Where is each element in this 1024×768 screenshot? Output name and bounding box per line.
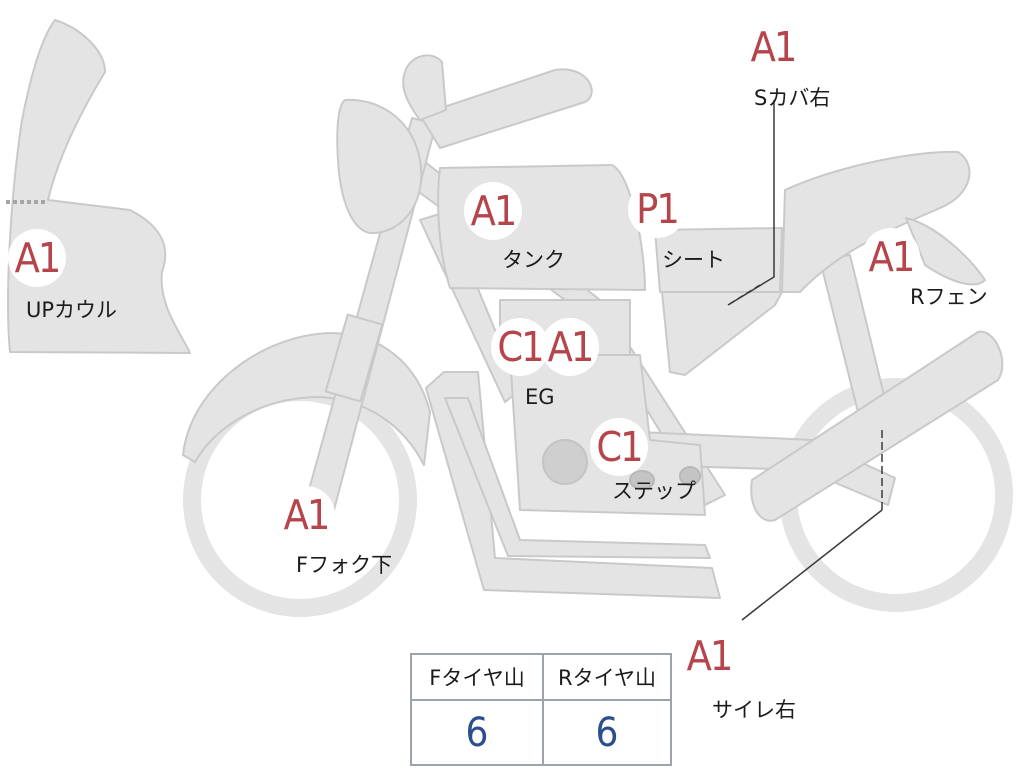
- muffler-label: サイレ右: [712, 698, 796, 722]
- side-cover-leader: [727, 100, 775, 306]
- rear-fender-code-marker: A1: [862, 228, 920, 286]
- seat-cushion: [781, 150, 971, 293]
- engine-cover: [542, 439, 588, 485]
- up-cowl-code-marker: A1: [8, 229, 66, 287]
- tank-label: タンク: [502, 248, 565, 272]
- muffler: [750, 330, 1004, 522]
- side-cover-code-marker: A1: [744, 18, 802, 76]
- front-fork-code-marker: A1: [277, 486, 335, 544]
- engine-code-marker-1: C1: [491, 318, 549, 376]
- step-peg-left: [629, 470, 655, 490]
- front-tire-column: Fタイヤ山 6: [412, 655, 544, 764]
- tank-code-marker: A1: [464, 182, 522, 240]
- mirror-stem: [402, 54, 447, 121]
- step-code-marker: C1: [590, 418, 648, 476]
- rear-tire-header: Rタイヤ山: [542, 655, 672, 701]
- engine-label: EG: [525, 385, 555, 409]
- fork-lower-slider: [324, 313, 384, 403]
- muffler-leader-line: [741, 509, 883, 621]
- front-tire-value: 6: [465, 710, 489, 756]
- front-tire-header: Fタイヤ山: [412, 655, 542, 701]
- seat-label: シート: [662, 248, 725, 272]
- rear-tire-column: Rタイヤ山 6: [542, 655, 672, 764]
- step-label: ステップ: [612, 479, 696, 503]
- headlight: [336, 98, 423, 235]
- handlebar: [419, 68, 593, 149]
- side-cover-leader-dash: [727, 284, 761, 306]
- up-cowl-label: UPカウル: [26, 298, 118, 322]
- frame-inner-loop: [444, 397, 711, 559]
- front-fork-label: Fフォク下: [296, 553, 393, 577]
- muffler-code-marker: A1: [680, 627, 738, 685]
- seat-code-marker: P1: [628, 180, 686, 238]
- tire-tread-table: Fタイヤ山 6 Rタイヤ山 6: [410, 653, 672, 766]
- rear-tire-value: 6: [595, 710, 619, 756]
- side-cover-label: Sカバ右: [754, 86, 831, 110]
- rear-fender: [905, 217, 986, 286]
- step-peg-right: [679, 466, 701, 486]
- engine-code-marker-2: A1: [541, 318, 599, 376]
- rear-fender-label: Rフェン: [910, 285, 988, 309]
- side-cover: [661, 291, 783, 376]
